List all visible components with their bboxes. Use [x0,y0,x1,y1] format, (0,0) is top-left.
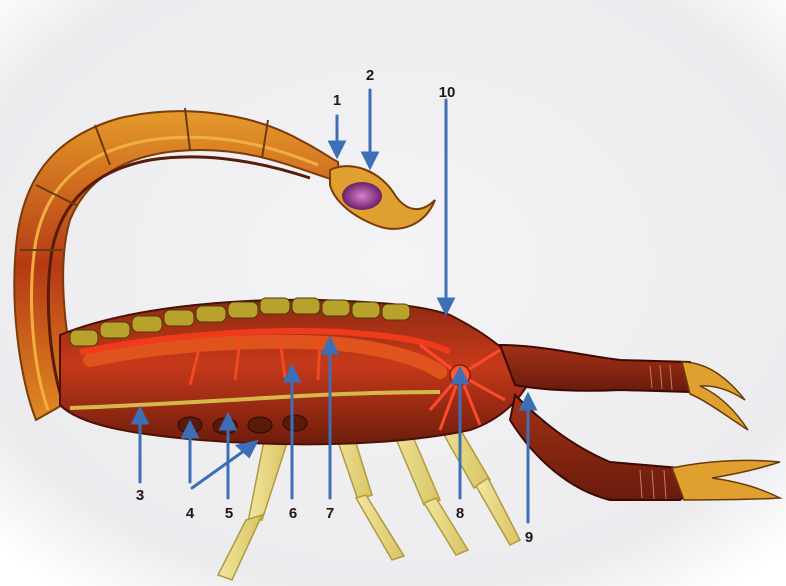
label-8: 8 [456,505,464,522]
label-10: 10 [439,84,456,101]
label-6: 6 [289,505,297,522]
label-5: 5 [225,505,233,522]
label-3: 3 [136,487,144,504]
label-4: 4 [186,505,195,522]
label-7: 7 [326,505,334,522]
label-2: 2 [366,67,374,84]
label-1: 1 [333,92,341,109]
label-9: 9 [525,529,533,546]
venom-gland [342,182,382,210]
